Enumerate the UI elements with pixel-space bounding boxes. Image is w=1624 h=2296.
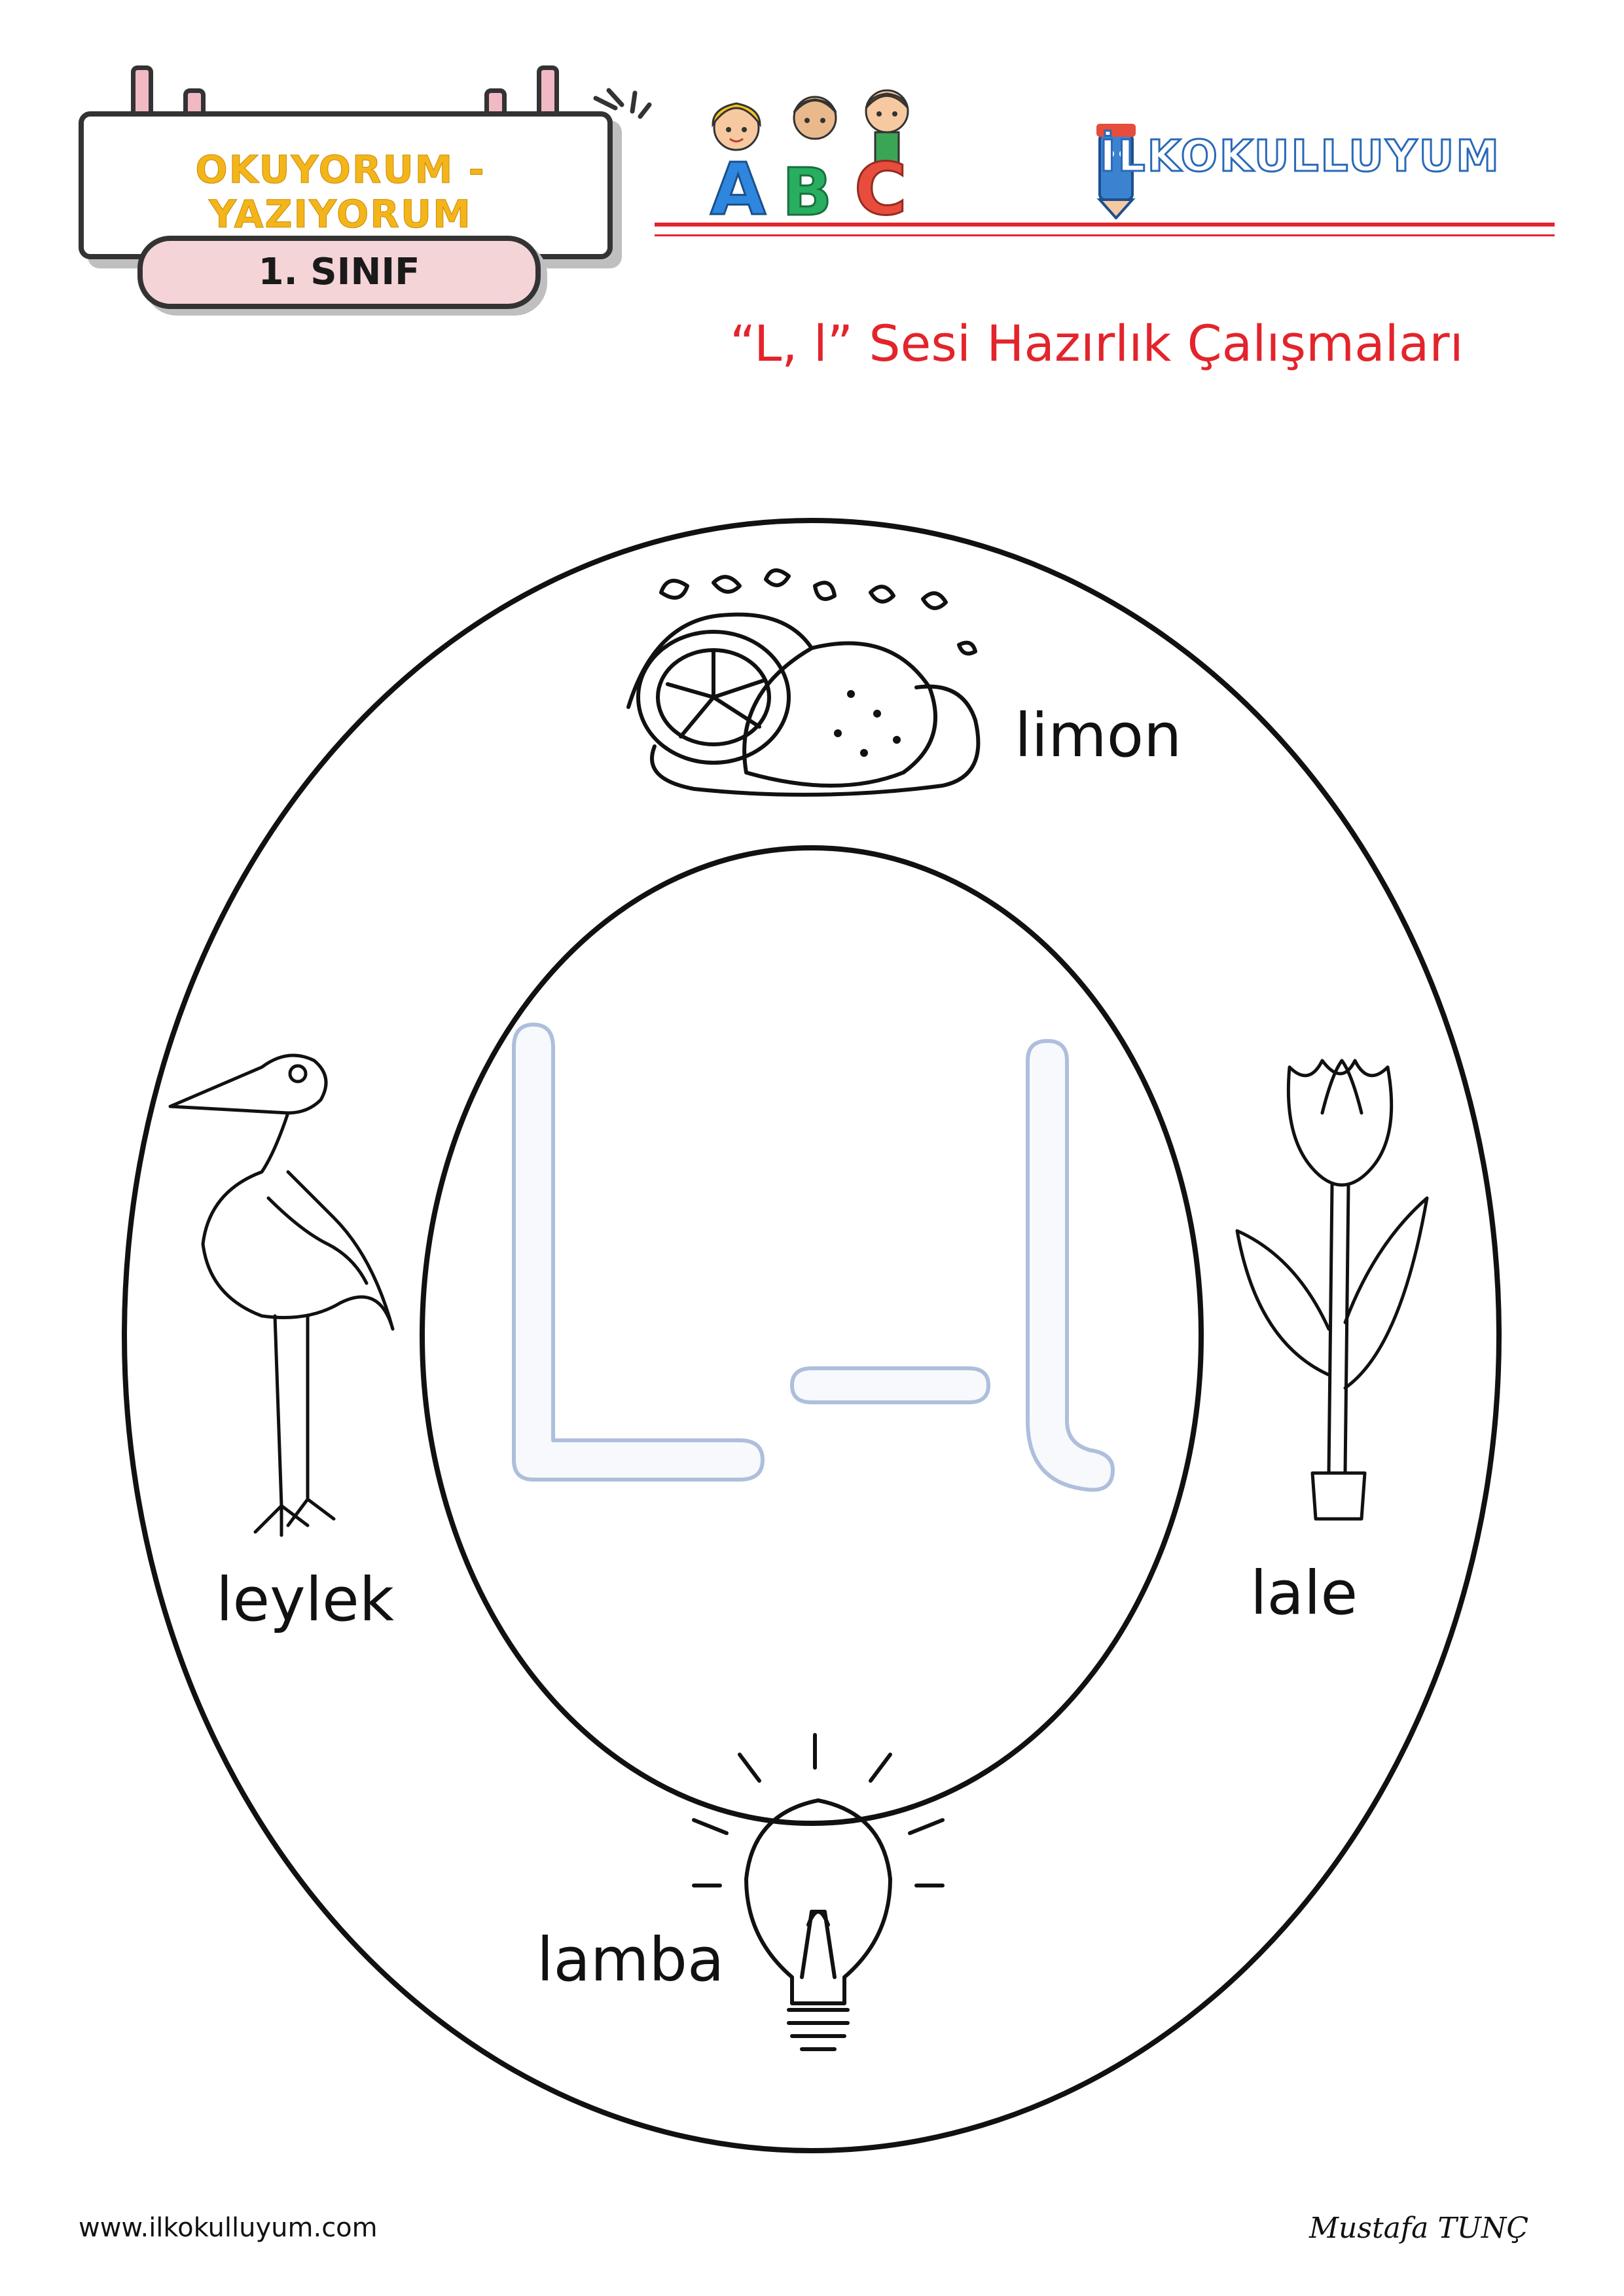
abc-letter-b: B (781, 153, 833, 232)
abc-letter-c: C (854, 147, 909, 232)
grade-pill (137, 236, 541, 309)
word-limon: limon (1015, 701, 1182, 771)
badge-title: OKUYORUM -YAZIYORUM (195, 147, 486, 237)
page-subtitle: “L, l” Sesi Hazırlık Çalışmaları (730, 314, 1464, 373)
footer-website-link[interactable]: www.ilkokulluyum.com (79, 2213, 378, 2243)
letter-dash (789, 1366, 991, 1404)
letter-uppercase-l (512, 1023, 765, 1482)
outer-oval (122, 518, 1502, 2153)
site-logo: İLKOKULLUYUM (1099, 130, 1501, 183)
abc-kids-clipart (712, 89, 909, 166)
letter-lowercase-l (1026, 1038, 1115, 1492)
header-divider (655, 234, 1555, 236)
pencil-mascot-icon (1096, 124, 1136, 219)
footer-author: Mustafa TUNÇ (1309, 2212, 1528, 2245)
tulip-clipart (1235, 1059, 1429, 1521)
lemon-clipart (626, 568, 981, 797)
sparkle-icon (593, 88, 652, 119)
abc-letter-a: A (709, 147, 767, 232)
header-divider (655, 223, 1555, 227)
word-lale: lale (1250, 1558, 1358, 1628)
inner-oval (420, 845, 1204, 1826)
stork-clipart (168, 1053, 395, 1537)
lightbulb-clipart (692, 1733, 945, 2051)
word-leylek: leylek (216, 1565, 395, 1635)
word-lamba: lamba (537, 1925, 725, 1995)
grade-label: 1. SINIF (258, 251, 420, 293)
